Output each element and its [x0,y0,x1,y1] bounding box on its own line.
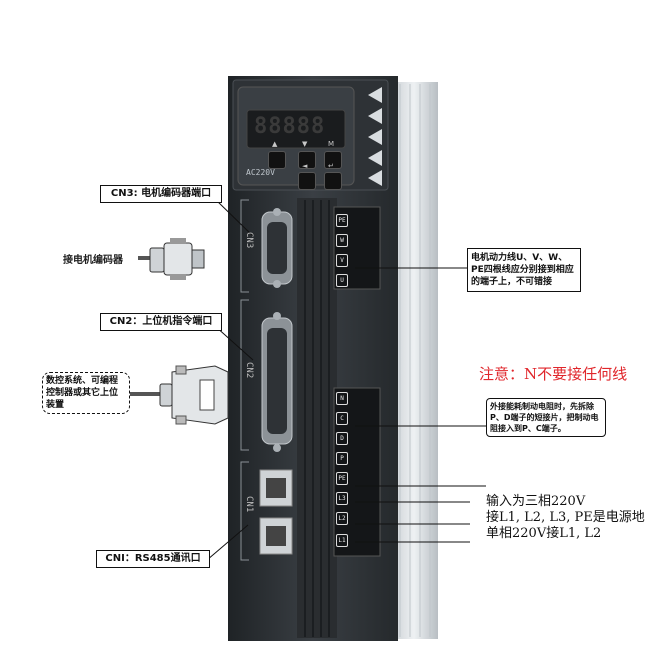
center-channel [297,198,337,638]
cn3-callout: CN3: 电机编码器端口 [100,185,222,203]
terminal-l1: L1 [336,534,348,547]
warning-text: 注意：N不要接任何线 [479,365,628,383]
terminal-l3: L3 [336,492,348,505]
terminal-u: U [336,274,348,287]
input-note-line2: 接L1, L2, L3, PE是电源地 [486,510,645,525]
leader-lines [206,198,486,561]
terminal-p: P [336,452,348,465]
brake-resistor-callout: 外接能耗制动电阻时，先拆除P、D端子的短接片，把制动电阻接入到P、C端子。 [486,398,606,437]
motor-power-callout: 电机动力线U、V、W、PE四根线应分别接到相应的端子上，不可错接 [467,248,581,292]
cni-callout: CNI：RS485通讯口 [96,550,210,568]
cn2-port-label: CN2 [244,362,254,379]
down-key-label: ▼ [302,140,308,148]
terminal-c: C [336,412,348,425]
input-note-line3: 单相220V接L1, L2 [486,526,602,541]
heatsink-fins [399,84,431,637]
enter-key-label: ↵ [328,162,334,170]
motor-terminal-block [333,206,381,290]
enter-key[interactable] [324,172,342,190]
panel-chevrons [368,87,382,186]
shift-key[interactable] [298,172,316,190]
terminal-n: N [336,392,348,405]
cn3-port-label: CN3 [244,232,254,249]
encoder-plug-illustration [138,238,205,280]
terminal-v: V [336,254,348,267]
cn1-port-label: CN1 [244,496,254,513]
input-note-line1: 输入为三相220V [486,494,586,509]
up-key-label: ▲ [272,140,278,148]
controller-plug-illustration [124,365,229,425]
shift-key-label: ◄ [302,162,308,170]
terminal-pe-power: PE [336,472,348,485]
mode-key[interactable] [324,151,342,169]
controller-callout: 数控系统、可编程控制器或其它上位装置 [42,372,130,414]
terminal-pe-motor: PE [336,214,348,227]
seven-segment-display: 88888 [254,114,326,139]
up-key[interactable] [268,151,286,169]
down-key[interactable] [298,151,316,169]
mode-key-label: M [328,140,335,148]
encoder-label: 接电机编码器 [63,255,123,266]
cn2-callout: CN2：上位机指令端口 [100,313,222,331]
terminal-l2: L2 [336,512,348,525]
terminal-d: D [336,432,348,445]
model-label: AC220V [246,168,275,177]
display-window [246,109,346,149]
terminal-w: W [336,234,348,247]
